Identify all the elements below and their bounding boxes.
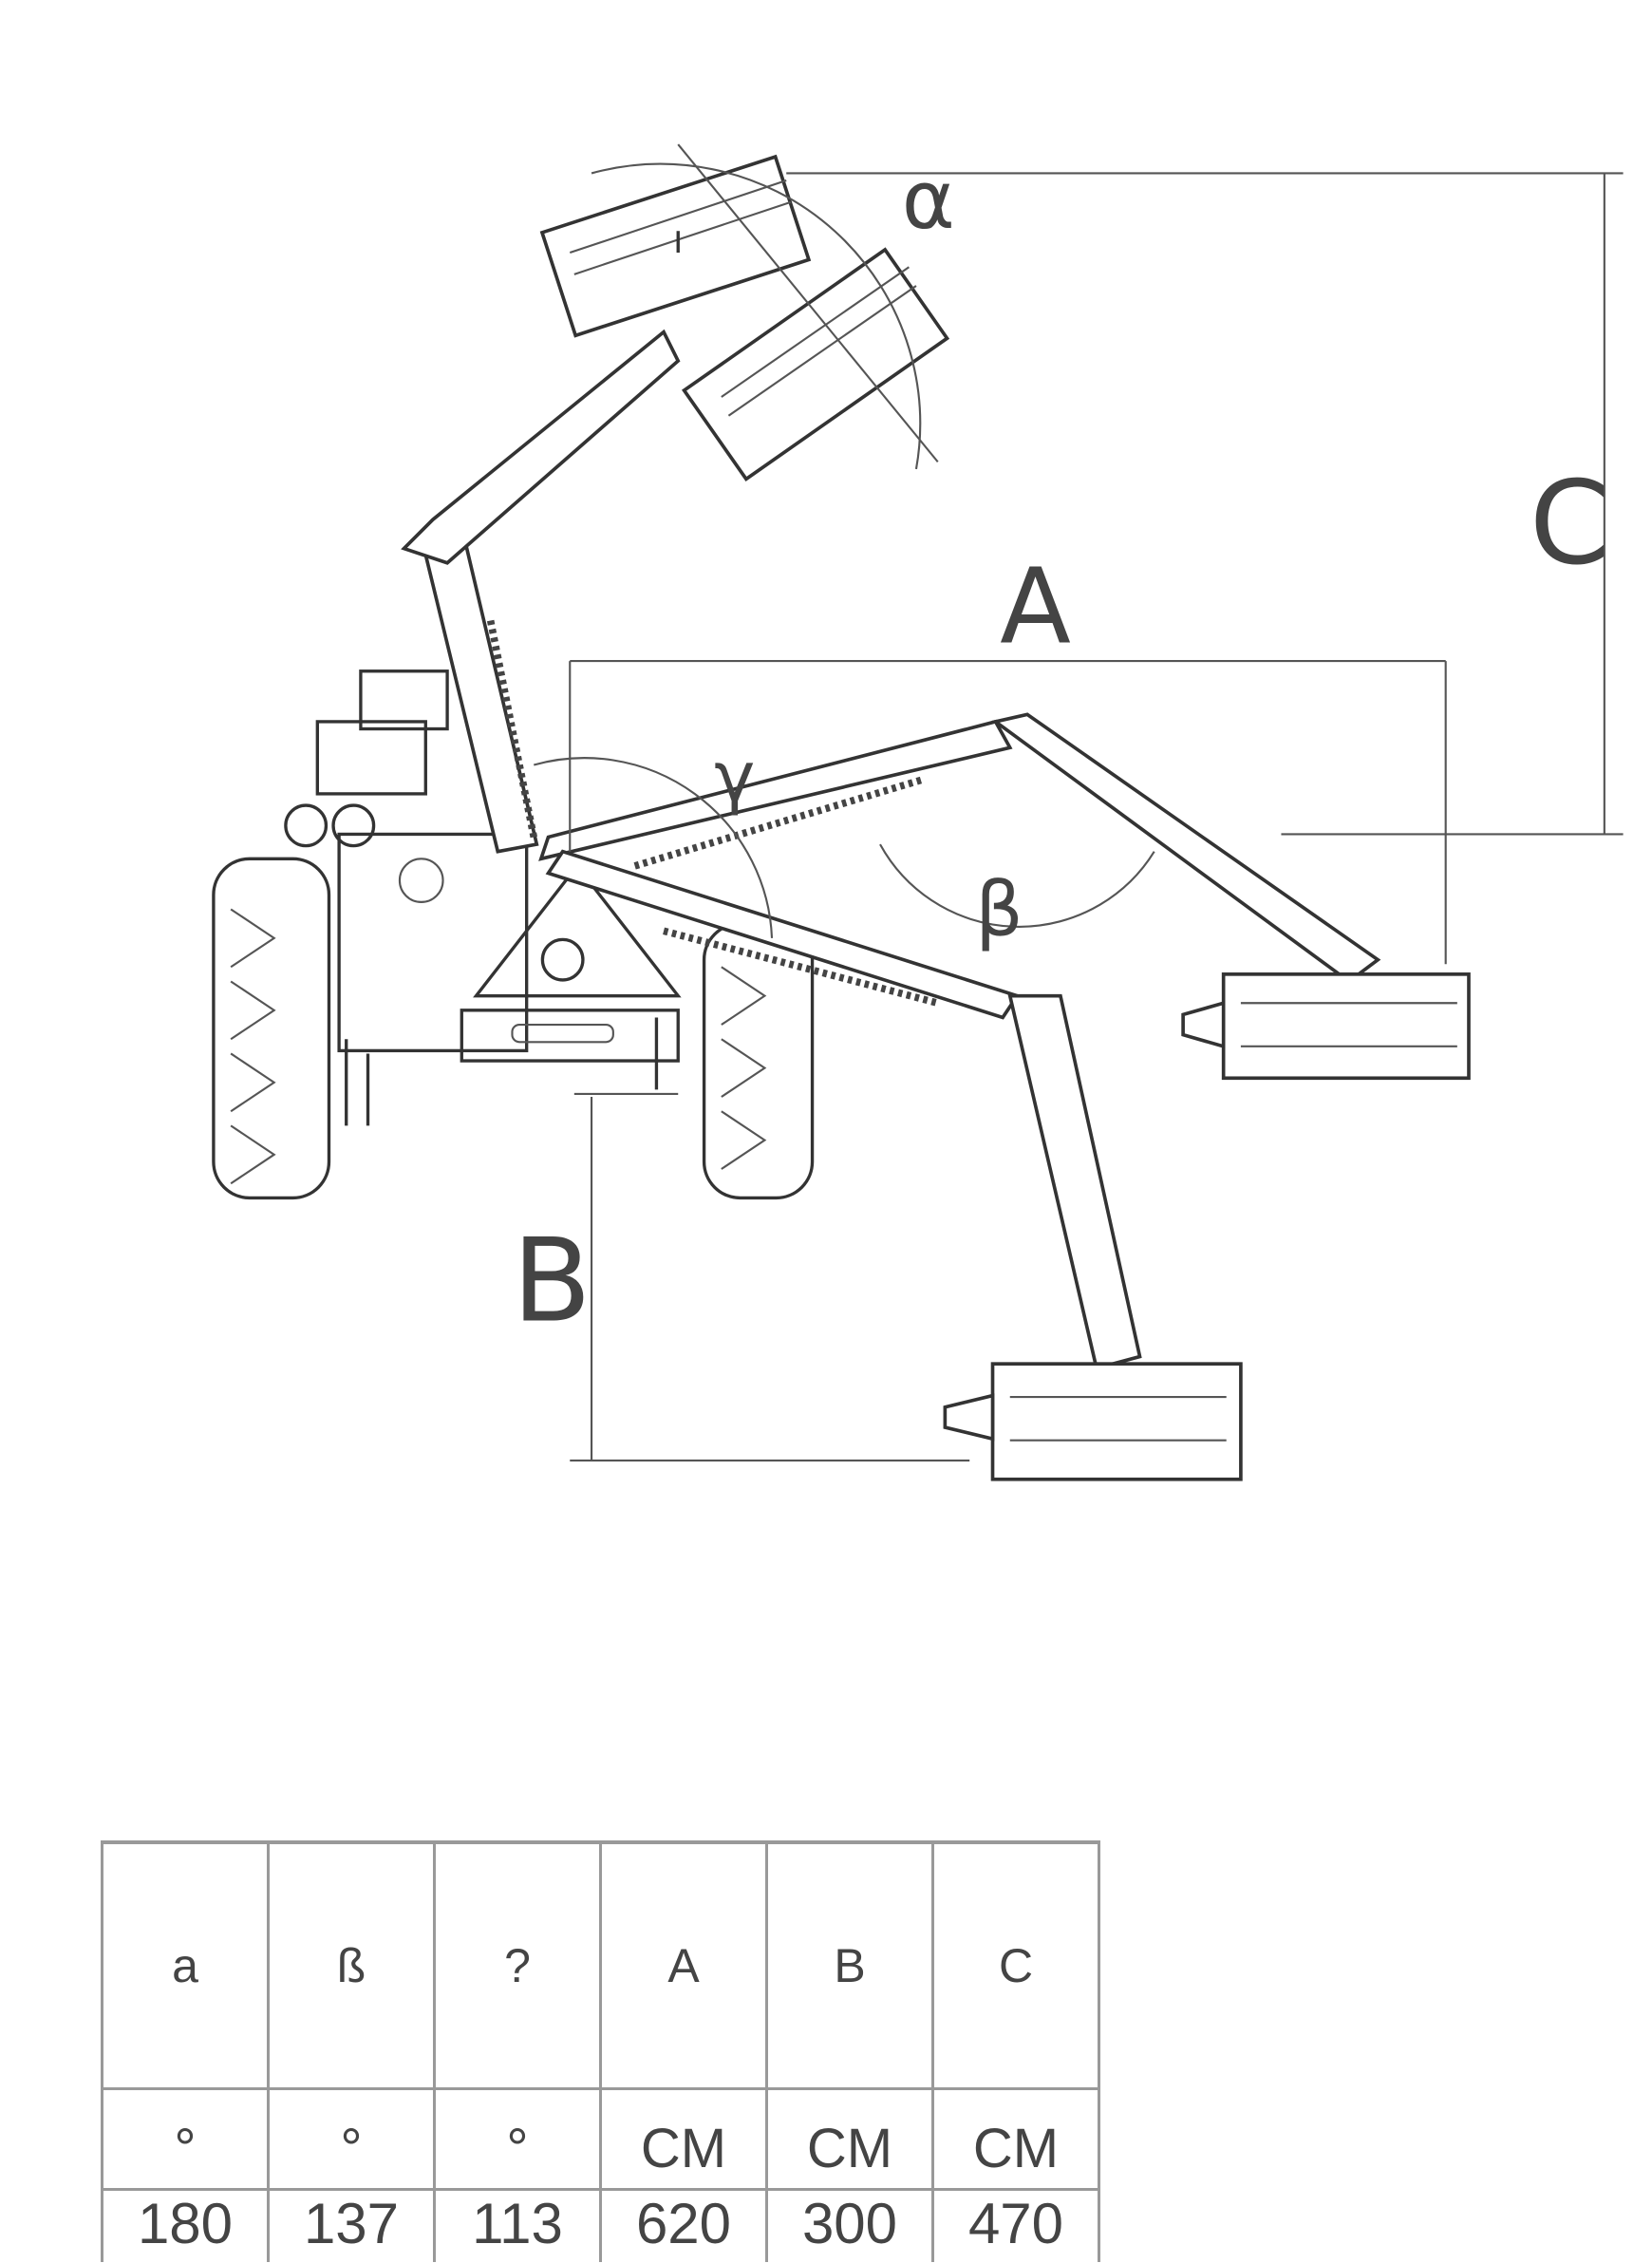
table-units-row: ° ° ° CM CM CM — [101, 2087, 1100, 2191]
table-header-row: a ß ? A B C — [101, 1840, 1100, 2090]
unit-cell: ° — [433, 2087, 602, 2191]
arm-horizontal — [538, 712, 1471, 1081]
value-cell: 180 — [101, 2188, 270, 2262]
value-cell: 470 — [931, 2188, 1100, 2262]
label-alpha: α — [902, 154, 955, 248]
label-gamma: γ — [714, 738, 755, 819]
value-cell: 113 — [433, 2188, 602, 2262]
unit-cell: ° — [101, 2087, 270, 2191]
unit-cell: CM — [931, 2087, 1100, 2191]
unit-cell: CM — [599, 2087, 768, 2191]
header-B: B — [765, 1840, 934, 2090]
table-values-row: 180 137 113 620 300 470 — [101, 2188, 1100, 2262]
label-C: C — [1530, 456, 1610, 591]
unit-cell: CM — [765, 2087, 934, 2191]
header-alpha: a — [101, 1840, 270, 2090]
arm-raised — [401, 154, 950, 854]
value-cell: 620 — [599, 2188, 768, 2262]
dimension-lines — [533, 143, 1624, 1462]
label-B: B — [512, 1214, 591, 1348]
header-gamma: ? — [433, 1840, 602, 2090]
unit-cell: ° — [267, 2087, 436, 2191]
spec-table: a ß ? A B C ° ° ° CM CM CM 180 137 113 6… — [101, 1840, 1100, 2262]
header-beta: ß — [267, 1840, 436, 2090]
label-A: A — [1000, 545, 1071, 667]
value-cell: 300 — [765, 2188, 934, 2262]
header-C: C — [931, 1840, 1100, 2090]
arm-lowered — [545, 849, 1243, 1481]
label-beta: β — [975, 866, 1023, 953]
value-cell: 137 — [267, 2188, 436, 2262]
header-A: A — [599, 1840, 768, 2090]
